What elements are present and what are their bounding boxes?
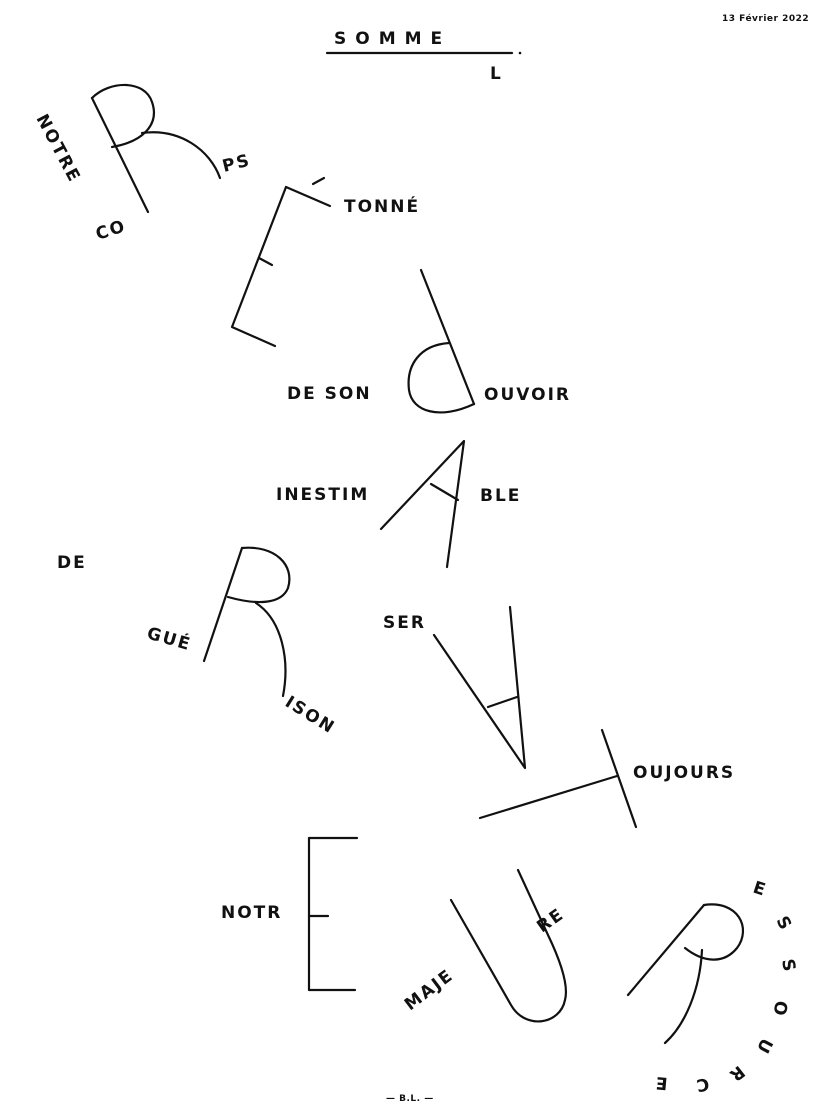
letter-d-bowl (407, 341, 476, 414)
letter-v-bar (486, 695, 519, 709)
word-de: DE (57, 553, 87, 573)
letter-r3-leg (663, 948, 704, 1045)
letter-v-body (432, 605, 527, 770)
word-oujours: OUJOURS (633, 763, 735, 783)
letter-a1-bar (429, 482, 460, 502)
word-r: R (724, 1061, 748, 1086)
word-e2: E (653, 1072, 668, 1093)
letter-e-accent (311, 176, 326, 186)
word-de-son: DE SON (287, 384, 372, 404)
word-ble: BLE (480, 486, 521, 506)
word-s1: S (772, 913, 796, 935)
letter-r1-bowl (90, 83, 155, 149)
letter-e-body (230, 185, 288, 348)
letter-r1-stem (90, 96, 150, 214)
word-notre: NOTRE (32, 111, 85, 187)
letter-t-stem (600, 728, 638, 829)
word-inestim: INESTIM (276, 485, 369, 505)
word-notr: NOTR (221, 903, 282, 923)
word-maje: MAJE (401, 965, 458, 1015)
letter-t-bar (478, 774, 619, 820)
word-o: O (768, 999, 791, 1019)
letter-e-middle (257, 256, 274, 267)
word-re: RE (533, 904, 568, 937)
word-ouvoir: OUVOIR (484, 385, 571, 405)
letter-r1-leg (140, 131, 222, 180)
letter-r3-bowl (683, 903, 745, 961)
letter-r2-stem (202, 546, 244, 663)
word-co: CO (93, 216, 129, 245)
word-tonne: TONNÉ (344, 195, 420, 217)
letter-r2-leg (254, 601, 287, 698)
word-ser: SER (383, 613, 426, 633)
word-c: C (693, 1073, 711, 1095)
letter-u-body (449, 868, 567, 1023)
word-s2: S (777, 957, 799, 975)
title-dot (518, 51, 522, 55)
letter-e-top (284, 185, 332, 208)
word-gue: GUÉ (145, 622, 195, 656)
letter-r2-bowl (226, 546, 291, 604)
letter-a1-body (379, 439, 466, 569)
signature: — B.L. — (386, 1094, 434, 1104)
date-label: 13 Février 2022 (722, 13, 809, 24)
letter-e2-body (307, 836, 359, 992)
letter-d-stem (419, 268, 476, 406)
letter-r3-stem (626, 903, 706, 997)
title-end-letter: L (490, 64, 503, 84)
word-ison: ISON (281, 692, 338, 738)
word-ps: PS (220, 151, 253, 177)
poem-title: SOMME (334, 29, 451, 49)
word-e: E (750, 878, 769, 901)
word-u: U (751, 1035, 776, 1058)
